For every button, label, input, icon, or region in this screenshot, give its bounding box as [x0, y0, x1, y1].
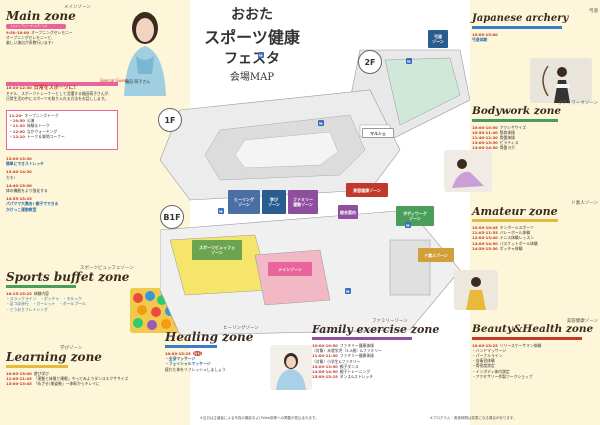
map-family-zone[interactable]: ファミリー運動ゾーン — [288, 190, 318, 214]
toilet-icon: 🚻 — [406, 58, 412, 64]
map-amateur-zone[interactable]: ド素人ゾーン — [418, 248, 454, 262]
floor-2f-label: 2F — [358, 50, 382, 74]
main-zone-afternoon: 13:00-13:30 簡単にできストレッチ 13:40-14:30 カモ! 1… — [6, 156, 59, 212]
archery-section: 弓道 Japanese archery 10:00-15:00 弓道体験 — [472, 9, 598, 43]
map-bodywork-zone[interactable]: ボディワークゾーン — [396, 206, 434, 226]
map-beauty-zone[interactable]: 美容健康ゾーン — [346, 183, 388, 197]
toilet-icon: 🚻 — [218, 208, 224, 214]
map-buffet-zone[interactable]: スポーツビュッフェゾーン — [192, 240, 242, 260]
toilet-icon: 🚻 — [405, 222, 411, 228]
main-zone-section: メインゾーン Main zone （メインアリーナ/ステージ） — [6, 4, 186, 29]
floor-1f-label: 1F — [158, 108, 182, 132]
healing-title: Healing zone — [165, 330, 254, 344]
archery-photo — [530, 58, 592, 103]
beauty-title: Beauty&Health zone — [472, 323, 594, 335]
map-main-zone[interactable]: メインゾーン — [268, 262, 312, 276]
footer-right-note: ※プログラム・実施時間は変更になる場合があります。 — [430, 416, 517, 420]
event-title: おおた スポーツ健康 フェスタ 会場MAP — [204, 7, 300, 83]
family-section: ファミリーゾーン Family exercise zone 10:00-10:5… — [312, 318, 452, 379]
sports-buffet-title: Sports buffet zone — [6, 270, 130, 284]
archery-title: Japanese archery — [472, 13, 569, 24]
map-archery-zone[interactable]: 弓道ゾーン — [428, 30, 448, 48]
main-zone-bar: （メインアリーナ/ステージ） — [6, 24, 66, 29]
family-title: Family exercise zone — [312, 323, 440, 336]
guest-name: 福田 萌子さん — [125, 79, 151, 84]
map-marche[interactable]: マルシェ — [362, 128, 394, 138]
map-healing-zone[interactable]: ヒーリングゾーン — [228, 190, 260, 214]
floor-b1f-label: B1F — [160, 205, 184, 229]
learning-title: Learning zone — [6, 350, 102, 364]
guest-label: Special Guest — [100, 78, 128, 83]
amateur-title: Amateur zone — [472, 205, 558, 218]
main-zone-title: Main zone — [6, 9, 76, 23]
map-learning-zone[interactable]: 学びゾーン — [262, 190, 286, 214]
sports-buffet-section: スポーツビュッフェゾーン Sports buffet zone 10:15-15… — [6, 265, 186, 312]
toilet-icon: 🚻 — [258, 52, 264, 58]
main-zone-jp: メインゾーン — [64, 5, 91, 10]
massage-photo — [270, 345, 312, 390]
bodywork-title: Bodywork zone — [472, 105, 562, 117]
guest-photo — [118, 6, 172, 96]
map-reception[interactable]: 総合案内 — [338, 205, 358, 219]
amateur-photo — [454, 270, 498, 310]
bodywork-photo — [444, 150, 492, 192]
toilet-icon: 🚻 — [345, 288, 351, 294]
toilet-icon: 🚻 — [318, 120, 324, 126]
footer-left-note: ※当日は主催者による写真の撮影およびWeb用等への掲載が見込まれます。 — [200, 416, 319, 420]
